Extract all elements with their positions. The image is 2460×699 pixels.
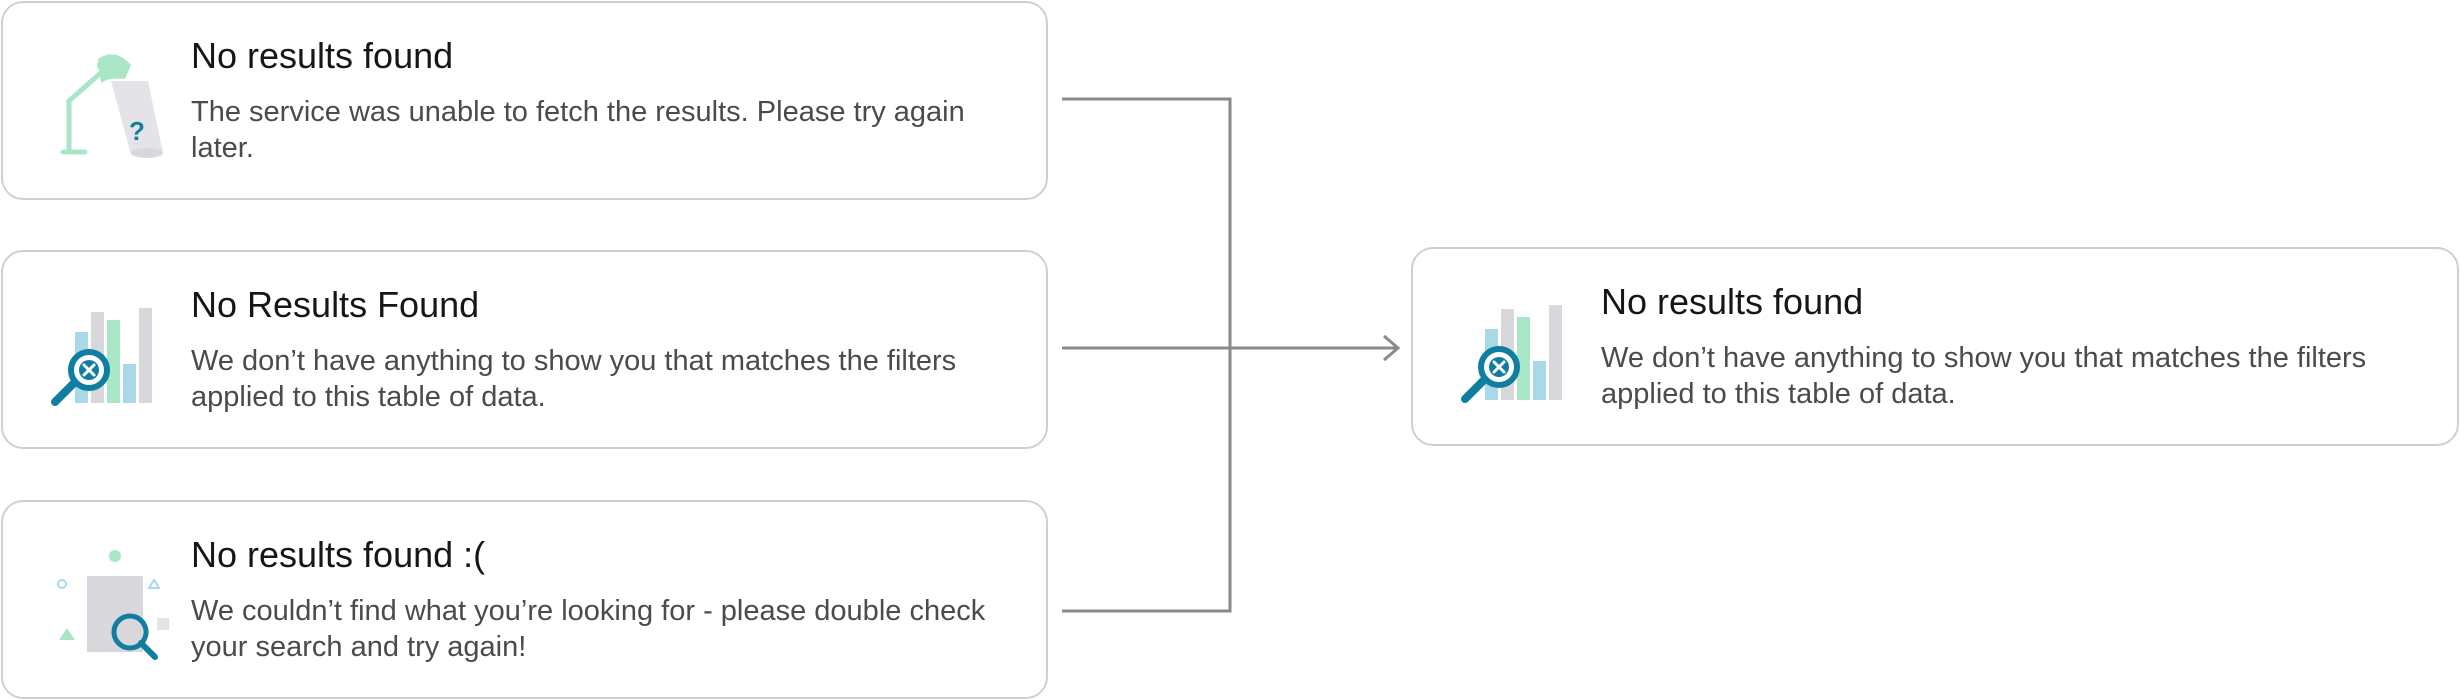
empty-state-card-search-miss: No results found :( We couldn’t find wha…: [1, 500, 1048, 699]
card-title: No results found: [191, 35, 454, 76]
card-description: We couldn’t find what you’re looking for…: [191, 595, 986, 663]
card-title: No results found :(: [191, 534, 486, 575]
empty-state-card-result: No results found We don’t have anything …: [1411, 247, 2459, 446]
svg-text:?: ?: [129, 116, 145, 146]
arrow-head-icon: [1383, 334, 1401, 362]
empty-state-card-no-filter-match: No Results Found We don’t have anything …: [1, 250, 1048, 449]
card-title: No Results Found: [191, 284, 480, 325]
card-description: We don’t have anything to show you that …: [191, 345, 957, 413]
card-description: We don’t have anything to show you that …: [1601, 342, 2367, 410]
shapes-magnifier-icon: [43, 542, 173, 662]
card-title: No results found: [1601, 281, 1864, 322]
card-description: The service was unable to fetch the resu…: [191, 96, 965, 164]
empty-state-card-fetch-error: ? No results found The service was unabl…: [1, 1, 1048, 200]
bar-chart-search-icon: [43, 292, 173, 412]
bar-chart-search-icon: [1453, 289, 1583, 409]
desk-lamp-question-icon: ?: [43, 43, 173, 163]
